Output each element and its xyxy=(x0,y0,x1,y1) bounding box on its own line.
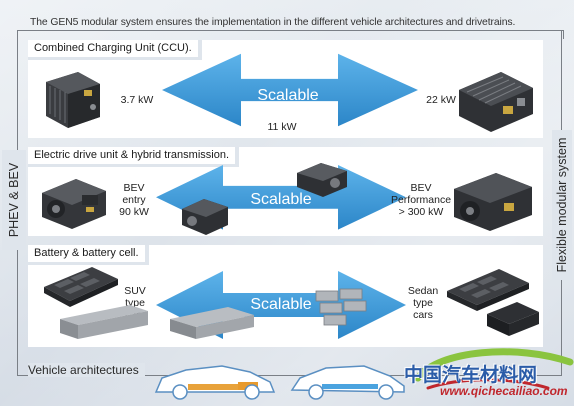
drive-unit-entry-image xyxy=(182,199,228,235)
panel-ccu: Combined Charging Unit (CCU). Scalable 3… xyxy=(28,40,543,138)
panel-drive-unit: Electric drive unit & hybrid transmissio… xyxy=(28,147,543,236)
panel-title: Electric drive unit & hybrid transmissio… xyxy=(28,147,236,164)
panel-title-wrap: Electric drive unit & hybrid transmissio… xyxy=(28,147,240,167)
watermark-text: 中国汽车材料网 xyxy=(404,365,538,386)
battery-modules-mid-image xyxy=(170,307,254,339)
panel-title: Combined Charging Unit (CCU). xyxy=(28,40,198,57)
watermark-swoosh xyxy=(414,348,574,390)
battery-pack-suv-image xyxy=(44,267,118,307)
footer-label: Vehicle architectures xyxy=(28,363,145,377)
drive-right-value: BEV Performance > 300 kW xyxy=(390,182,452,218)
battery-cells-image xyxy=(315,288,367,326)
battery-pack-sedan-image xyxy=(447,269,529,311)
ccu-left-value: 3.7 kW xyxy=(120,94,154,106)
headline: The GEN5 modular system ensures the impl… xyxy=(30,17,516,28)
scalable-label: Scalable xyxy=(257,87,319,104)
drive-unit-mid-image xyxy=(297,163,347,197)
ccu-right-value: 22 kW xyxy=(426,94,456,106)
ccu-large-image xyxy=(459,72,533,132)
drive-unit-small-image xyxy=(42,179,106,229)
ccu-middle-value: 11 kW xyxy=(267,121,297,133)
car-suv-image xyxy=(154,365,276,400)
watermark-url: www.qichecailiao.com xyxy=(440,384,568,398)
battery-right-value: Sedan type cars xyxy=(407,285,439,321)
top-bracket xyxy=(17,30,564,39)
panel-battery: Battery & battery cell. Scalable SUV typ… xyxy=(28,245,543,347)
panel-title: Battery & battery cell. xyxy=(28,245,145,262)
side-label-right-text: Flexible modular system xyxy=(555,137,569,273)
drive-left-value: BEV entry 90 kW xyxy=(119,182,149,218)
panel-title-wrap: Battery & battery cell. xyxy=(28,245,149,265)
footer-line xyxy=(17,375,562,376)
battery-modules-sedan-image xyxy=(487,302,539,336)
side-label-right: Flexible modular system xyxy=(552,130,572,280)
scalable-label: Scalable xyxy=(250,191,312,208)
side-label-left: PHEV & BEV xyxy=(2,150,26,250)
panel-title-wrap: Combined Charging Unit (CCU). xyxy=(28,40,202,60)
battery-modules-image xyxy=(60,305,148,339)
car-sedan-image xyxy=(290,365,405,400)
scalable-arrow xyxy=(162,53,418,127)
ccu-small-image xyxy=(46,72,100,128)
side-label-left-text: PHEV & BEV xyxy=(7,162,21,238)
drive-unit-performance-image xyxy=(454,173,532,231)
scalable-label: Scalable xyxy=(250,296,312,313)
